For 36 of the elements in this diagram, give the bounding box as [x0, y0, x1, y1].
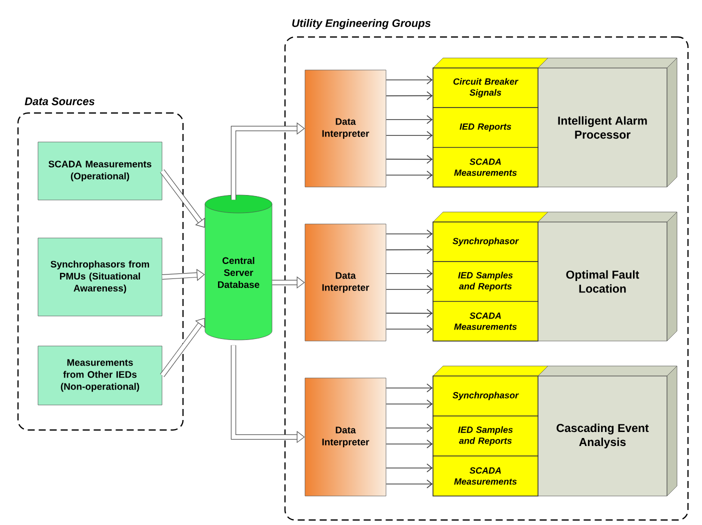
data-box: SCADA Measurements	[432, 456, 538, 496]
arrow	[386, 400, 433, 408]
source-box: Synchrophasors from PMUs (Situational Awareness)	[38, 238, 162, 316]
arrow	[386, 230, 433, 238]
interpreter-box: Data Interpreter	[304, 224, 386, 342]
data-box: IED Samples and Reports	[432, 416, 538, 456]
data-box: SCADA Measurements	[432, 300, 538, 342]
arrow	[386, 424, 433, 432]
data-box: SCADA Measurements	[432, 146, 538, 188]
node-label: Utility Engineering Groups	[292, 18, 431, 30]
data-box: IED Reports	[432, 107, 538, 148]
arrow	[386, 464, 433, 472]
node-label: Data Sources	[24, 97, 95, 106]
arrow	[386, 480, 433, 488]
arrow	[386, 154, 433, 164]
interpreter-box: Data Interpreter	[304, 70, 386, 188]
source-box: Measurements from Other IEDs (Non-operational)	[38, 346, 162, 406]
arrow	[386, 440, 433, 448]
arrow	[386, 170, 433, 180]
arrow	[386, 308, 433, 318]
arrow	[162, 268, 205, 281]
arrow	[230, 122, 305, 200]
arrow	[386, 245, 433, 254]
arrow	[386, 131, 433, 140]
arrow	[386, 76, 433, 84]
arrow	[386, 324, 433, 334]
arrow	[386, 115, 433, 124]
interpreter-box: Data Interpreter	[304, 378, 386, 496]
arrow	[386, 384, 433, 392]
arrow	[160, 169, 205, 228]
database-cylinder: Central Server Database	[204, 194, 272, 340]
arrow	[386, 285, 433, 294]
source-box: SCADA Measurements (Operational)	[38, 142, 162, 200]
data-box: IED Samples and Reports	[432, 261, 538, 302]
arrow	[386, 269, 433, 278]
arrow	[386, 91, 433, 100]
